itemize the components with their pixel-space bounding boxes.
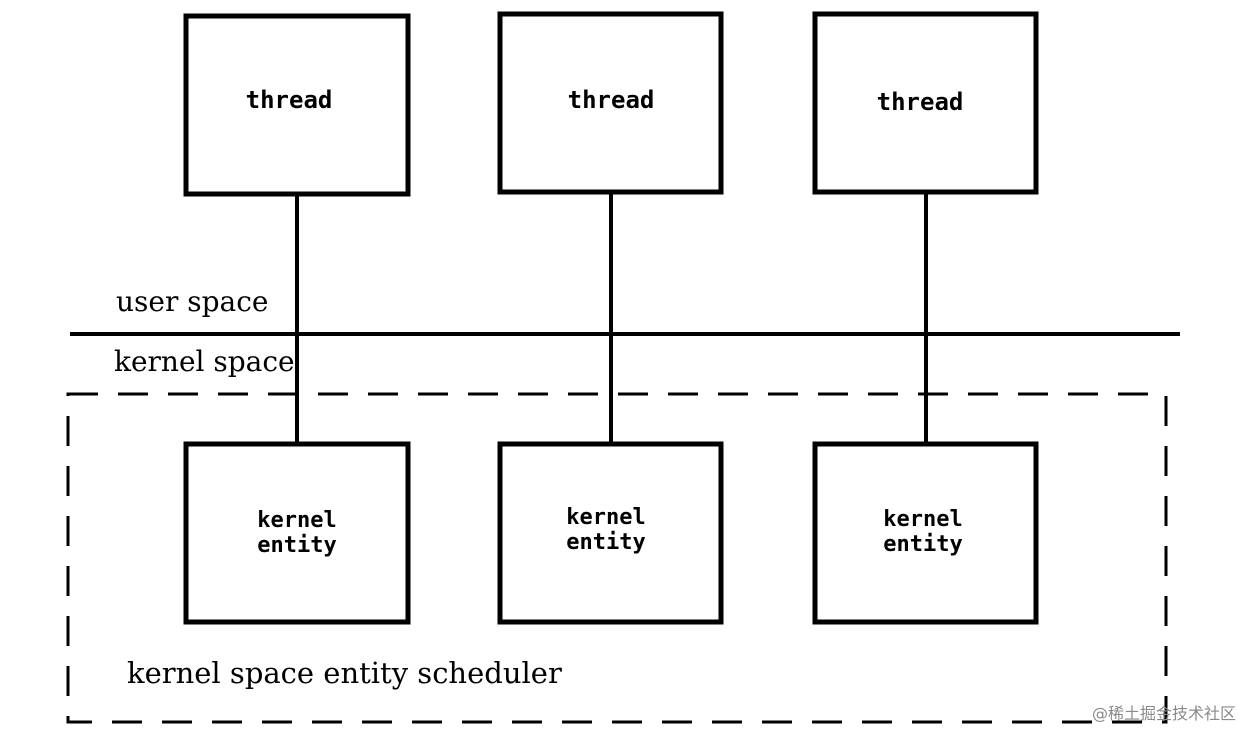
kernel-space-label: kernel space: [114, 345, 295, 378]
kernel-entity-box-3: kernel entity: [812, 441, 1039, 625]
kernel-scheduler-boundary: [66, 392, 1168, 724]
thread-label: thread: [246, 86, 333, 114]
kernel-entity-label-line1: kernel: [257, 508, 336, 533]
thread-box-2: thread: [497, 11, 724, 195]
thread-label: thread: [568, 86, 655, 114]
kernel-entity-box-1: kernel entity: [183, 441, 411, 625]
kernel-entity-label-line2: entity: [883, 532, 962, 557]
watermark: @稀土掘金技术社区: [1091, 704, 1236, 723]
scheduler-label: kernel space entity scheduler: [127, 656, 562, 690]
user-space-label: user space: [116, 285, 269, 318]
kernel-entity-label-line1: kernel: [566, 505, 645, 530]
kernel-entity-label-line2: entity: [257, 533, 336, 558]
thread-box-3: thread: [812, 11, 1039, 195]
kernel-entity-label-line2: entity: [566, 530, 645, 555]
kernel-entity-box-2: kernel entity: [497, 441, 724, 625]
kernel-entity-label-line1: kernel: [883, 507, 962, 532]
thread-box-1: thread: [183, 13, 411, 197]
thread-label: thread: [877, 88, 964, 116]
